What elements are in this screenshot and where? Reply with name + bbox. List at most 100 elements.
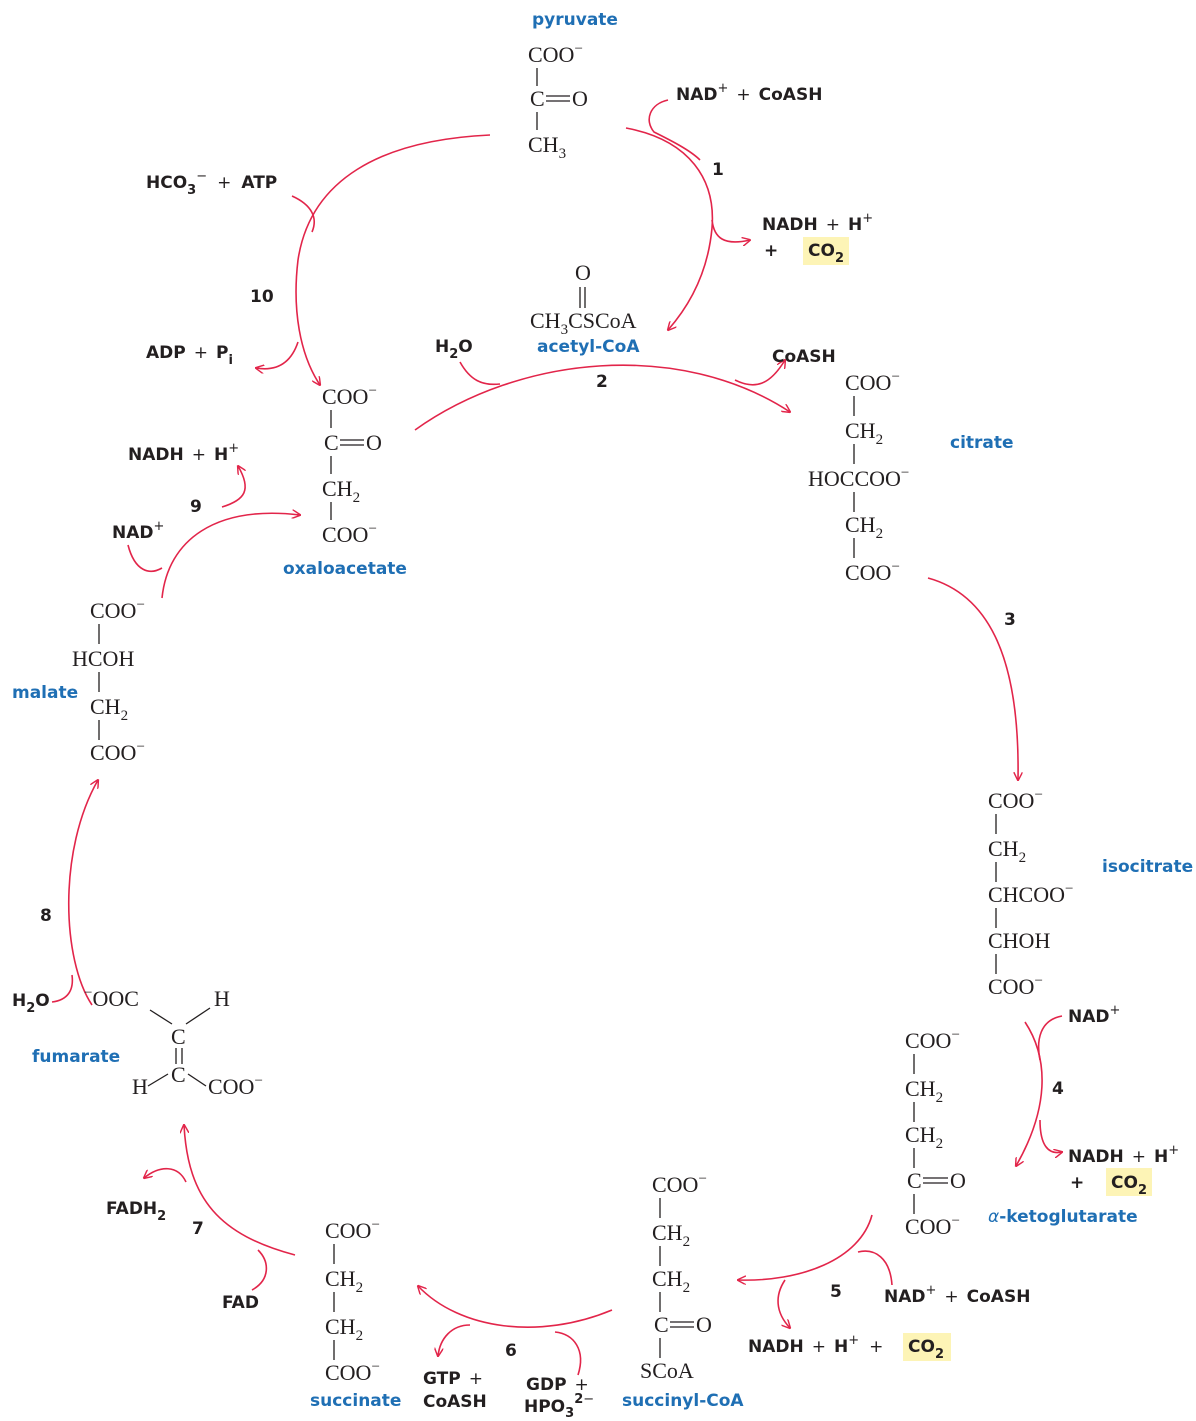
subscript-3: 3 [559,146,567,162]
charge-minus: − [698,1171,706,1187]
subscript-2: 2 [936,1090,944,1106]
svg-text:HOCCOO−: HOCCOO− [808,465,909,491]
arrow-step-7 [184,1125,296,1256]
formula-part: SCoA [640,1358,694,1383]
arrow-step-1-in [648,99,701,161]
formula-part: CHCOO [988,882,1065,907]
svg-text:CHCOO−: CHCOO− [988,881,1073,907]
svg-text:NAD+: NAD+ [1068,1003,1120,1027]
cofactor-adp: ADP [146,343,186,363]
arrow-step-10-out [256,341,299,369]
svg-text:CH2: CH2 [845,418,883,448]
cofactor-h: H [214,445,228,465]
cofactor-h: H [834,1337,848,1357]
svg-text:GTP+: GTP+ [423,1369,483,1389]
svg-text:COO−: COO− [905,1027,960,1053]
plus-sign: + [192,445,206,465]
svg-text:NAD++CoASH: NAD++CoASH [884,1283,1030,1307]
charge-minus: − [371,1217,379,1233]
cofactor-h2o: H [12,991,26,1011]
step-number: 3 [1004,610,1016,630]
charge-minus: − [891,559,899,575]
svg-text:COO−: COO− [90,739,145,765]
compound-name-acetyl-coa: acetyl-CoA [537,337,640,357]
svg-text:CH2: CH2 [325,1266,363,1296]
compound-name-isocitrate: isocitrate [1102,857,1193,877]
formula-part: CH [905,1122,936,1147]
step-number: 4 [1052,1079,1064,1099]
svg-text:NADH+H+: NADH+H+ [1068,1143,1179,1167]
co2-highlight [903,1333,951,1361]
arrow-step-6-out [438,1324,471,1356]
cofactor-co2: CO [808,241,835,261]
svg-text:NAD+: NAD+ [112,519,164,543]
svg-text:CO2: CO2 [808,241,844,266]
compound-name-succinyl-coa: succinyl-CoA [622,1391,744,1411]
svg-text:FADH2: FADH2 [106,1199,166,1224]
arrow-step-3 [927,577,1018,780]
arrow-step-8 [67,780,98,1006]
charge-minus: − [1065,881,1073,897]
svg-text:NADH+H++: NADH+H++ [748,1333,883,1357]
cofactor-h2o: H [435,337,449,357]
formula-part: COO [845,560,891,585]
arrow-step-5-in [857,1250,893,1286]
svg-text:−OOC: −OOC [84,985,139,1011]
formula-part: CH [530,308,561,333]
formula-part: O [572,86,588,111]
formula-part: COO [322,522,368,547]
arrow-step-4 [1016,1021,1043,1166]
formula-part: CHOH [988,928,1050,953]
cofactor-fadh2: FADH [106,1199,157,1219]
cofactor-nadh: NADH [748,1337,804,1357]
charge-plus: + [1168,1143,1179,1158]
formula-part: HOCCOO [808,466,901,491]
cofactor-p: P [216,343,228,363]
step-number: 10 [250,287,274,307]
compound-name-pyruvate: pyruvate [532,10,618,30]
svg-text:COO−: COO− [90,597,145,623]
formula-part: CH [322,476,353,501]
svg-text:COO−: COO− [322,383,377,409]
co2-highlight [803,237,849,265]
svg-text:COO−: COO− [845,369,900,395]
acetyl-coa-structure: O CH3CSCoA acetyl-CoA [530,260,640,357]
succinate-structure: COO− CH2 CH2 COO− succinate [310,1217,401,1411]
formula-part: OOC [92,986,138,1011]
subscript-2: 2 [26,1001,35,1016]
arrow-step-2-in [459,361,501,386]
arrow-step-10 [295,134,491,385]
subscript-2: 2 [876,526,884,542]
cofactor-labels: NAD++CoASH NADH+H+ + CO2 HCO3−+ATP ADP+P… [12,81,1179,1421]
svg-text:CH2: CH2 [652,1266,690,1296]
subscript-2: 2 [835,251,844,266]
subscript-2: 2 [356,1280,364,1296]
malate-structure: COO− HCOH CH2 COO− malate [12,597,145,765]
arrow-step-4-in [1037,1015,1063,1061]
svg-text:NADH+H+: NADH+H+ [762,211,873,235]
formula-part: C [171,1024,186,1049]
charge-plus: + [154,519,165,534]
svg-text:COO−: COO− [322,521,377,547]
succinyl-coa-structure: COO− CH2 CH2 C O SCoA succinyl-CoA [622,1171,744,1411]
formula-part: H [132,1074,148,1099]
formula-part: C [324,430,339,455]
svg-text:CH2: CH2 [90,694,128,724]
plus-sign: + [575,1375,589,1395]
cofactor-h: H [848,215,862,235]
charge-minus: − [1034,787,1042,803]
compound-name-citrate: citrate [950,433,1014,453]
subscript-2: 2 [1019,850,1027,866]
subscript-i: i [228,353,232,368]
subscript-2: 2 [936,1136,944,1152]
svg-text:NADH+H+: NADH+H+ [128,441,239,465]
svg-text:CH2: CH2 [905,1122,943,1152]
formula-part: O [950,1168,966,1193]
subscript-3: 3 [565,1406,574,1421]
cofactor-atp: ATP [241,173,277,193]
formula-part: CH [90,694,121,719]
charge-minus: − [583,1392,594,1407]
co2-highlight [1106,1168,1152,1196]
plus-sign: + [826,215,840,235]
svg-text:COO−: COO− [208,1073,263,1099]
